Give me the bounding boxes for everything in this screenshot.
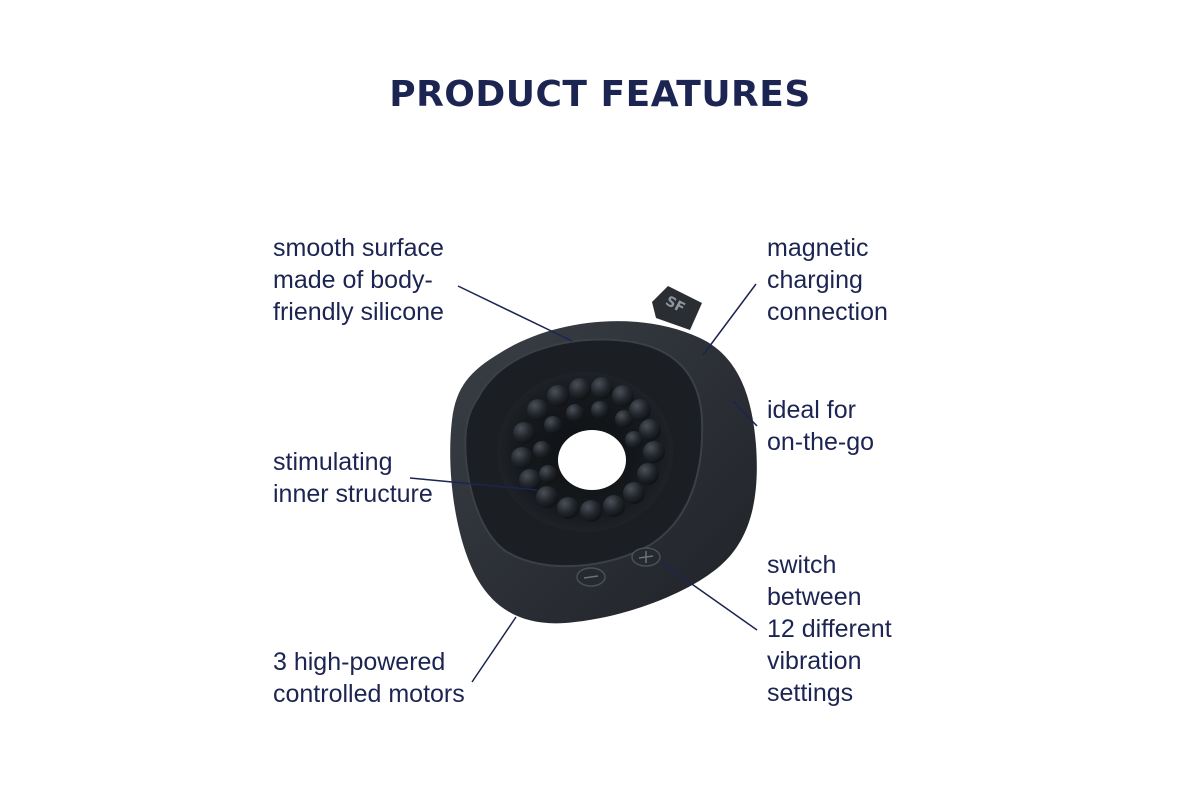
plus-button[interactable]	[631, 547, 661, 567]
feature-vibration-settings: switch between 12 different vibration se…	[767, 551, 892, 707]
leader-surface	[457, 285, 573, 342]
charging-tab: SF	[652, 286, 702, 330]
leader-motors	[471, 616, 517, 683]
leader-inner	[409, 477, 538, 491]
feature-magnetic-charging: magnetic charging connection	[767, 234, 888, 326]
leader-charging	[702, 283, 757, 356]
inner-nub-ring	[511, 377, 665, 522]
feature-silicone-surface: smooth surface made of body- friendly si…	[273, 234, 444, 326]
minus-button[interactable]	[576, 567, 606, 587]
feature-on-the-go: ideal for on-the-go	[767, 396, 875, 456]
leader-lines	[409, 283, 758, 683]
page-title: PRODUCT FEATURES	[389, 74, 811, 115]
leader-settings	[661, 562, 758, 631]
feature-motors: 3 high-powered controlled motors	[273, 648, 465, 708]
feature-inner-structure: stimulating inner structure	[273, 448, 433, 508]
leader-travel	[732, 400, 758, 427]
